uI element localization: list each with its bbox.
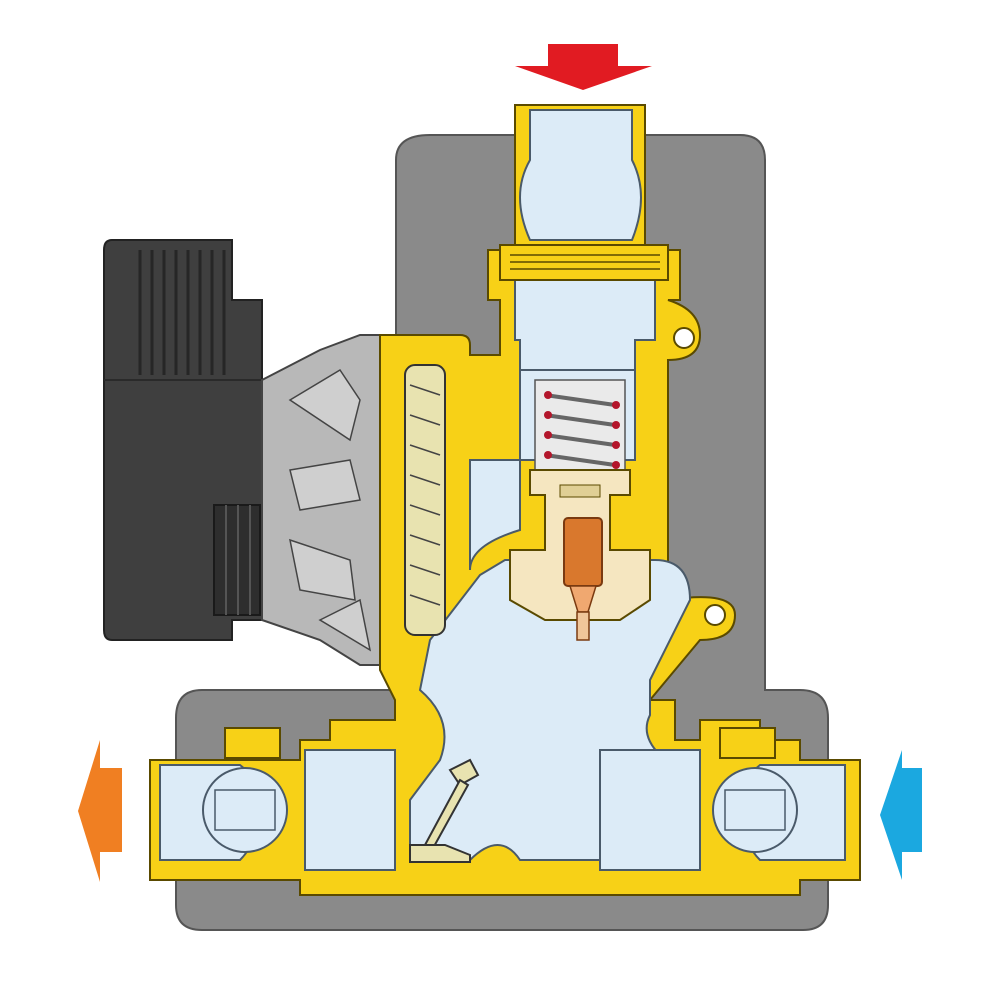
union-nut <box>499 244 726 626</box>
check-valve-icon <box>409 758 480 863</box>
cold-inlet-arrow <box>880 750 922 880</box>
spring-icon <box>534 379 626 471</box>
hot-inlet-arrow <box>515 44 652 90</box>
thermal-sensor-icon <box>563 517 603 641</box>
ball-valve-icon <box>712 727 798 853</box>
pump-motor-icon <box>103 239 263 641</box>
outlet-arrow <box>78 740 122 882</box>
pump-volute <box>261 334 381 666</box>
impeller-icon <box>404 364 446 636</box>
ball-valve-icon <box>202 727 288 853</box>
